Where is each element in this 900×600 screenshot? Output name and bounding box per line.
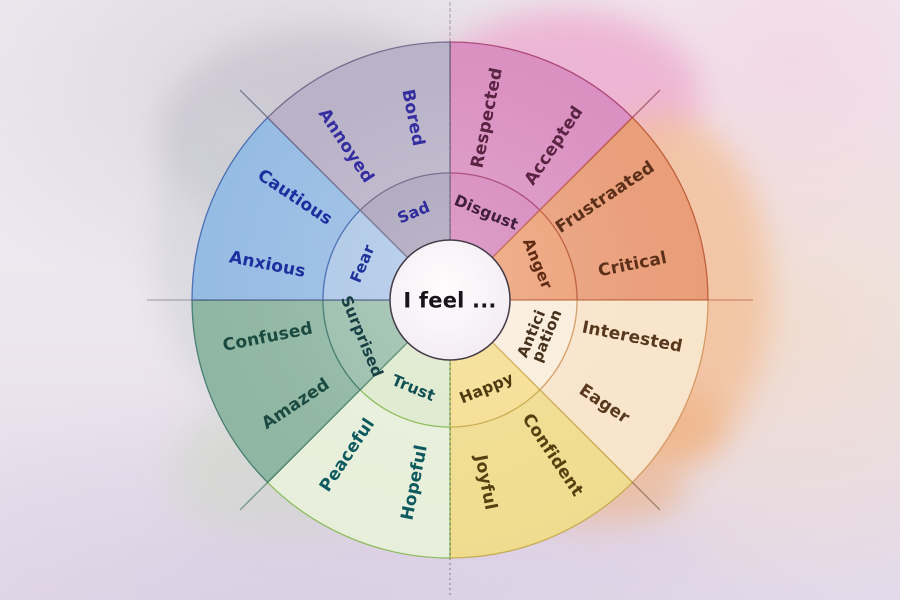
guide-line [239,89,269,119]
guide-line [239,481,269,511]
center-circle [389,239,511,361]
axis-guide-lines [147,2,753,598]
guide-line [631,89,661,119]
guide-line [631,481,661,511]
wheel-center: I feel ... [389,239,511,361]
center-label: I feel ... [403,288,496,312]
